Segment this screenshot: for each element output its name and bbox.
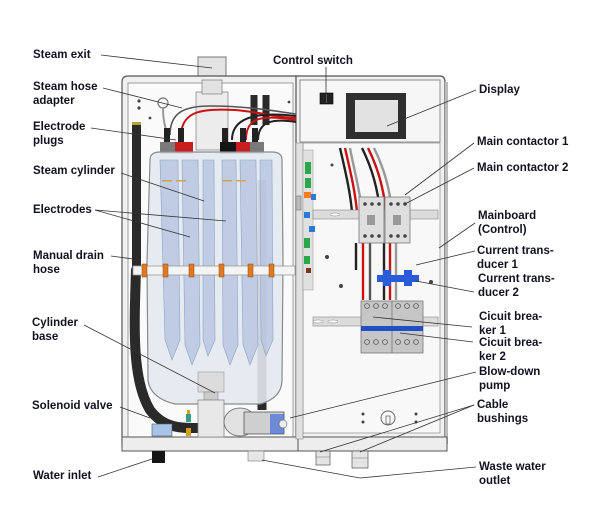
leader-electrode-plugs: [90, 127, 177, 141]
label-blow-down-pump: Blow-down pump: [479, 366, 541, 392]
leader-steam-cylinder: [120, 172, 205, 202]
display: [346, 93, 406, 139]
label-steam-exit: Steam exit: [33, 49, 91, 61]
leader-waste-water-outlet: [359, 466, 477, 479]
label-mainboard: Mainboard (Control): [478, 210, 537, 236]
label-cylinder-base: Cylinder base: [32, 317, 79, 343]
current-transducers: [377, 270, 419, 286]
main-contactors: [358, 196, 411, 244]
leader-display: [386, 89, 477, 127]
leader-mainboard: [438, 222, 476, 249]
leader-main-contactor-2: [404, 167, 475, 205]
label-water-inlet: Water inlet: [33, 470, 92, 482]
electrodes: [159, 159, 274, 366]
circuit-breakers: [360, 300, 424, 354]
leader-steam-exit: [100, 54, 213, 69]
electrode-plugs: [160, 128, 264, 154]
label-display: Display: [479, 84, 520, 96]
label-current-transducer-2: Current trans- ducer 2: [478, 273, 555, 299]
leader-electrodes-2: [94, 209, 191, 238]
label-electrodes: Electrodes: [33, 204, 92, 216]
leader-cable-bushings-1: [319, 404, 475, 453]
label-cable-bushings: Cable bushings: [477, 399, 529, 425]
blow-down-pump: [197, 399, 288, 438]
leader-cable-bushings-2: [359, 404, 475, 453]
leader-blow-down-pump: [289, 371, 477, 419]
label-steam-hose-adapter: Steam hose adapter: [33, 81, 98, 107]
label-solenoid-valve: Solenoid valve: [32, 400, 113, 412]
label-steam-cylinder: Steam cylinder: [33, 165, 115, 177]
control-switch: [319, 92, 334, 105]
water-inlet: [152, 451, 165, 463]
mainboard: [295, 149, 316, 291]
leader-manual-drain-hose: [110, 255, 134, 260]
label-main-contactor-1: Main contactor 1: [477, 136, 569, 148]
waste-water-outlet: [247, 450, 265, 462]
label-circuit-breaker-2: Cicuit brea- ker 2: [479, 337, 543, 363]
leader-water-inlet: [97, 458, 153, 478]
panel-fixtures: [325, 163, 433, 426]
label-waste-water-outlet: Waste water outlet: [479, 461, 546, 487]
cable-bushings: [315, 450, 369, 469]
leader-solenoid-valve: [119, 406, 151, 419]
leader-lines: [83, 54, 477, 479]
leader-circuit-breaker-2: [399, 332, 474, 343]
leader-waste-water-outlet-2: [261, 459, 361, 479]
leader-cylinder-base: [83, 324, 216, 394]
power-cables: [338, 147, 398, 300]
leader-main-contactor-1: [404, 142, 475, 196]
leader-circuit-breaker-1: [372, 316, 473, 328]
leader-current-transducer-2: [415, 280, 475, 293]
clamp-rings: [141, 263, 275, 278]
leader-current-transducer-1: [415, 250, 476, 266]
label-main-contactor-2: Main contactor 2: [477, 162, 569, 174]
label-current-transducer-1: Current trans- ducer 1: [477, 245, 554, 271]
leader-steam-hose-adapter: [102, 87, 183, 109]
label-manual-drain-hose: Manual drain hose: [33, 250, 104, 276]
label-electrode-plugs: Electrode plugs: [33, 121, 86, 147]
solenoid-valve: [151, 410, 191, 437]
electrode-cables: [169, 105, 297, 141]
label-circuit-breaker-1: Cicuit brea- ker 1: [479, 311, 543, 337]
steam-cylinder: [132, 151, 296, 405]
label-control-switch: Control switch: [273, 55, 353, 67]
leader-electrodes-1: [94, 209, 227, 222]
